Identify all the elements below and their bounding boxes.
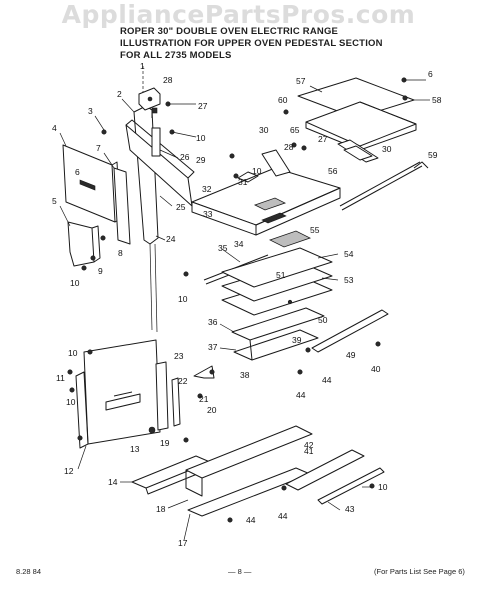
title-line-3: FOR ALL 2735 MODELS bbox=[120, 50, 232, 61]
screws-upper-right bbox=[229, 77, 408, 179]
callout-27-b: 27 bbox=[318, 134, 328, 144]
callout-59: 59 bbox=[428, 150, 438, 160]
callout-28-a: 28 bbox=[163, 75, 173, 85]
callout-25: 25 bbox=[176, 202, 186, 212]
part-hinge-top bbox=[138, 66, 161, 114]
title-line-1: ROPER 30" DOUBLE OVEN ELECTRIC RANGE bbox=[120, 26, 339, 37]
callout-6-right: 6 bbox=[428, 69, 433, 79]
callout-11: 11 bbox=[56, 373, 65, 383]
part-clip-22 bbox=[193, 365, 215, 379]
callout-37: 37 bbox=[208, 342, 218, 352]
part-left-panel bbox=[62, 144, 121, 223]
callout-34: 34 bbox=[234, 239, 244, 249]
callout-49: 49 bbox=[346, 350, 356, 360]
callout-44-a: 44 bbox=[322, 375, 332, 385]
part-verticals-21-23 bbox=[155, 361, 181, 431]
part-back-panel-12 bbox=[75, 339, 161, 449]
callout-30-b: 30 bbox=[382, 144, 392, 154]
callout-23: 23 bbox=[174, 351, 184, 361]
callout-6: 6 bbox=[75, 167, 80, 177]
part-base-17-18 bbox=[185, 425, 313, 517]
callout-55: 55 bbox=[310, 225, 320, 235]
callout-24: 24 bbox=[166, 234, 176, 244]
callout-42: 42 bbox=[304, 440, 314, 450]
callout-41: 41 bbox=[304, 446, 314, 456]
part-frame-36-38 bbox=[231, 307, 325, 361]
callout-39: 39 bbox=[292, 335, 302, 345]
callout-44-b: 44 bbox=[296, 390, 306, 400]
callout-58: 58 bbox=[432, 95, 442, 105]
callout-5: 5 bbox=[52, 196, 57, 206]
diagram-title: ROPER 30" DOUBLE OVEN ELECTRIC RANGE ILL… bbox=[120, 26, 383, 62]
callout-38: 38 bbox=[240, 370, 250, 380]
callout-4: 4 bbox=[52, 123, 57, 133]
callout-2: 2 bbox=[117, 89, 122, 99]
callout-28-b: 28 bbox=[284, 142, 294, 152]
callout-36: 36 bbox=[208, 317, 218, 327]
callout-30-a: 30 bbox=[259, 125, 269, 135]
callout-3: 3 bbox=[88, 106, 93, 116]
part-side-strip bbox=[113, 167, 131, 245]
callout-50: 50 bbox=[318, 315, 328, 325]
callout-18: 18 bbox=[156, 504, 166, 514]
callout-22: 22 bbox=[178, 376, 188, 386]
callout-10-e: 10 bbox=[68, 348, 78, 358]
callout-10-g: 10 bbox=[378, 482, 388, 492]
callout-40: 40 bbox=[371, 364, 381, 374]
callout-44-c: 44 bbox=[246, 515, 256, 525]
callout-19: 19 bbox=[160, 438, 170, 448]
callout-53: 53 bbox=[344, 275, 354, 285]
callout-10-a: 10 bbox=[196, 133, 206, 143]
callout-labels: 1 2 3 4 5 6 6 7 8 9 10 10 10 10 10 10 10… bbox=[52, 61, 442, 548]
callout-21: 21 bbox=[199, 394, 209, 404]
callout-13: 13 bbox=[130, 444, 140, 454]
callout-12: 12 bbox=[64, 466, 74, 476]
site-watermark: AppliancePartsPros.com bbox=[61, 0, 416, 29]
callout-43: 43 bbox=[345, 504, 355, 514]
part-lower-bracket bbox=[67, 221, 101, 267]
callout-10-c: 10 bbox=[70, 278, 80, 288]
callout-44-d: 44 bbox=[278, 511, 288, 521]
callout-26: 26 bbox=[180, 152, 190, 162]
callout-29: 29 bbox=[196, 155, 206, 165]
part-pan-stack bbox=[221, 230, 333, 316]
footer-date: 8.28 84 bbox=[16, 567, 42, 576]
callout-20: 20 bbox=[207, 405, 217, 415]
callout-1: 1 bbox=[140, 61, 145, 71]
callout-65: 65 bbox=[290, 125, 300, 135]
footer-page-number: — 8 — bbox=[228, 567, 252, 576]
callout-35: 35 bbox=[218, 243, 228, 253]
part-shelf-top bbox=[191, 167, 341, 236]
callout-27-a: 27 bbox=[198, 101, 208, 111]
callout-9: 9 bbox=[98, 266, 103, 276]
part-strips-30-56 bbox=[261, 139, 379, 177]
callout-51: 51 bbox=[276, 270, 286, 280]
callout-7: 7 bbox=[96, 143, 101, 153]
callout-31: 31 bbox=[238, 177, 248, 187]
title-line-2: ILLUSTRATION FOR UPPER OVEN PEDESTAL SEC… bbox=[120, 38, 383, 49]
screws-upper-left bbox=[81, 101, 197, 271]
part-rail-42-43 bbox=[285, 449, 385, 505]
callout-14: 14 bbox=[108, 477, 118, 487]
callout-32: 32 bbox=[202, 184, 212, 194]
callout-57: 57 bbox=[296, 76, 306, 86]
callout-54: 54 bbox=[344, 249, 354, 259]
callout-8: 8 bbox=[118, 248, 123, 258]
leader-lines bbox=[59, 79, 430, 541]
part-rail-59 bbox=[339, 161, 429, 211]
callout-56: 56 bbox=[328, 166, 338, 176]
part-small-clip bbox=[151, 127, 161, 157]
footer-parts-note: (For Parts List See Page 6) bbox=[374, 567, 465, 576]
callout-17: 17 bbox=[178, 538, 188, 548]
callout-60: 60 bbox=[278, 95, 288, 105]
callout-10-f: 10 bbox=[66, 397, 76, 407]
callout-33: 33 bbox=[203, 209, 213, 219]
part-side-rail-49 bbox=[311, 309, 389, 353]
callout-10-d: 10 bbox=[178, 294, 188, 304]
callout-10-b: 10 bbox=[252, 166, 262, 176]
